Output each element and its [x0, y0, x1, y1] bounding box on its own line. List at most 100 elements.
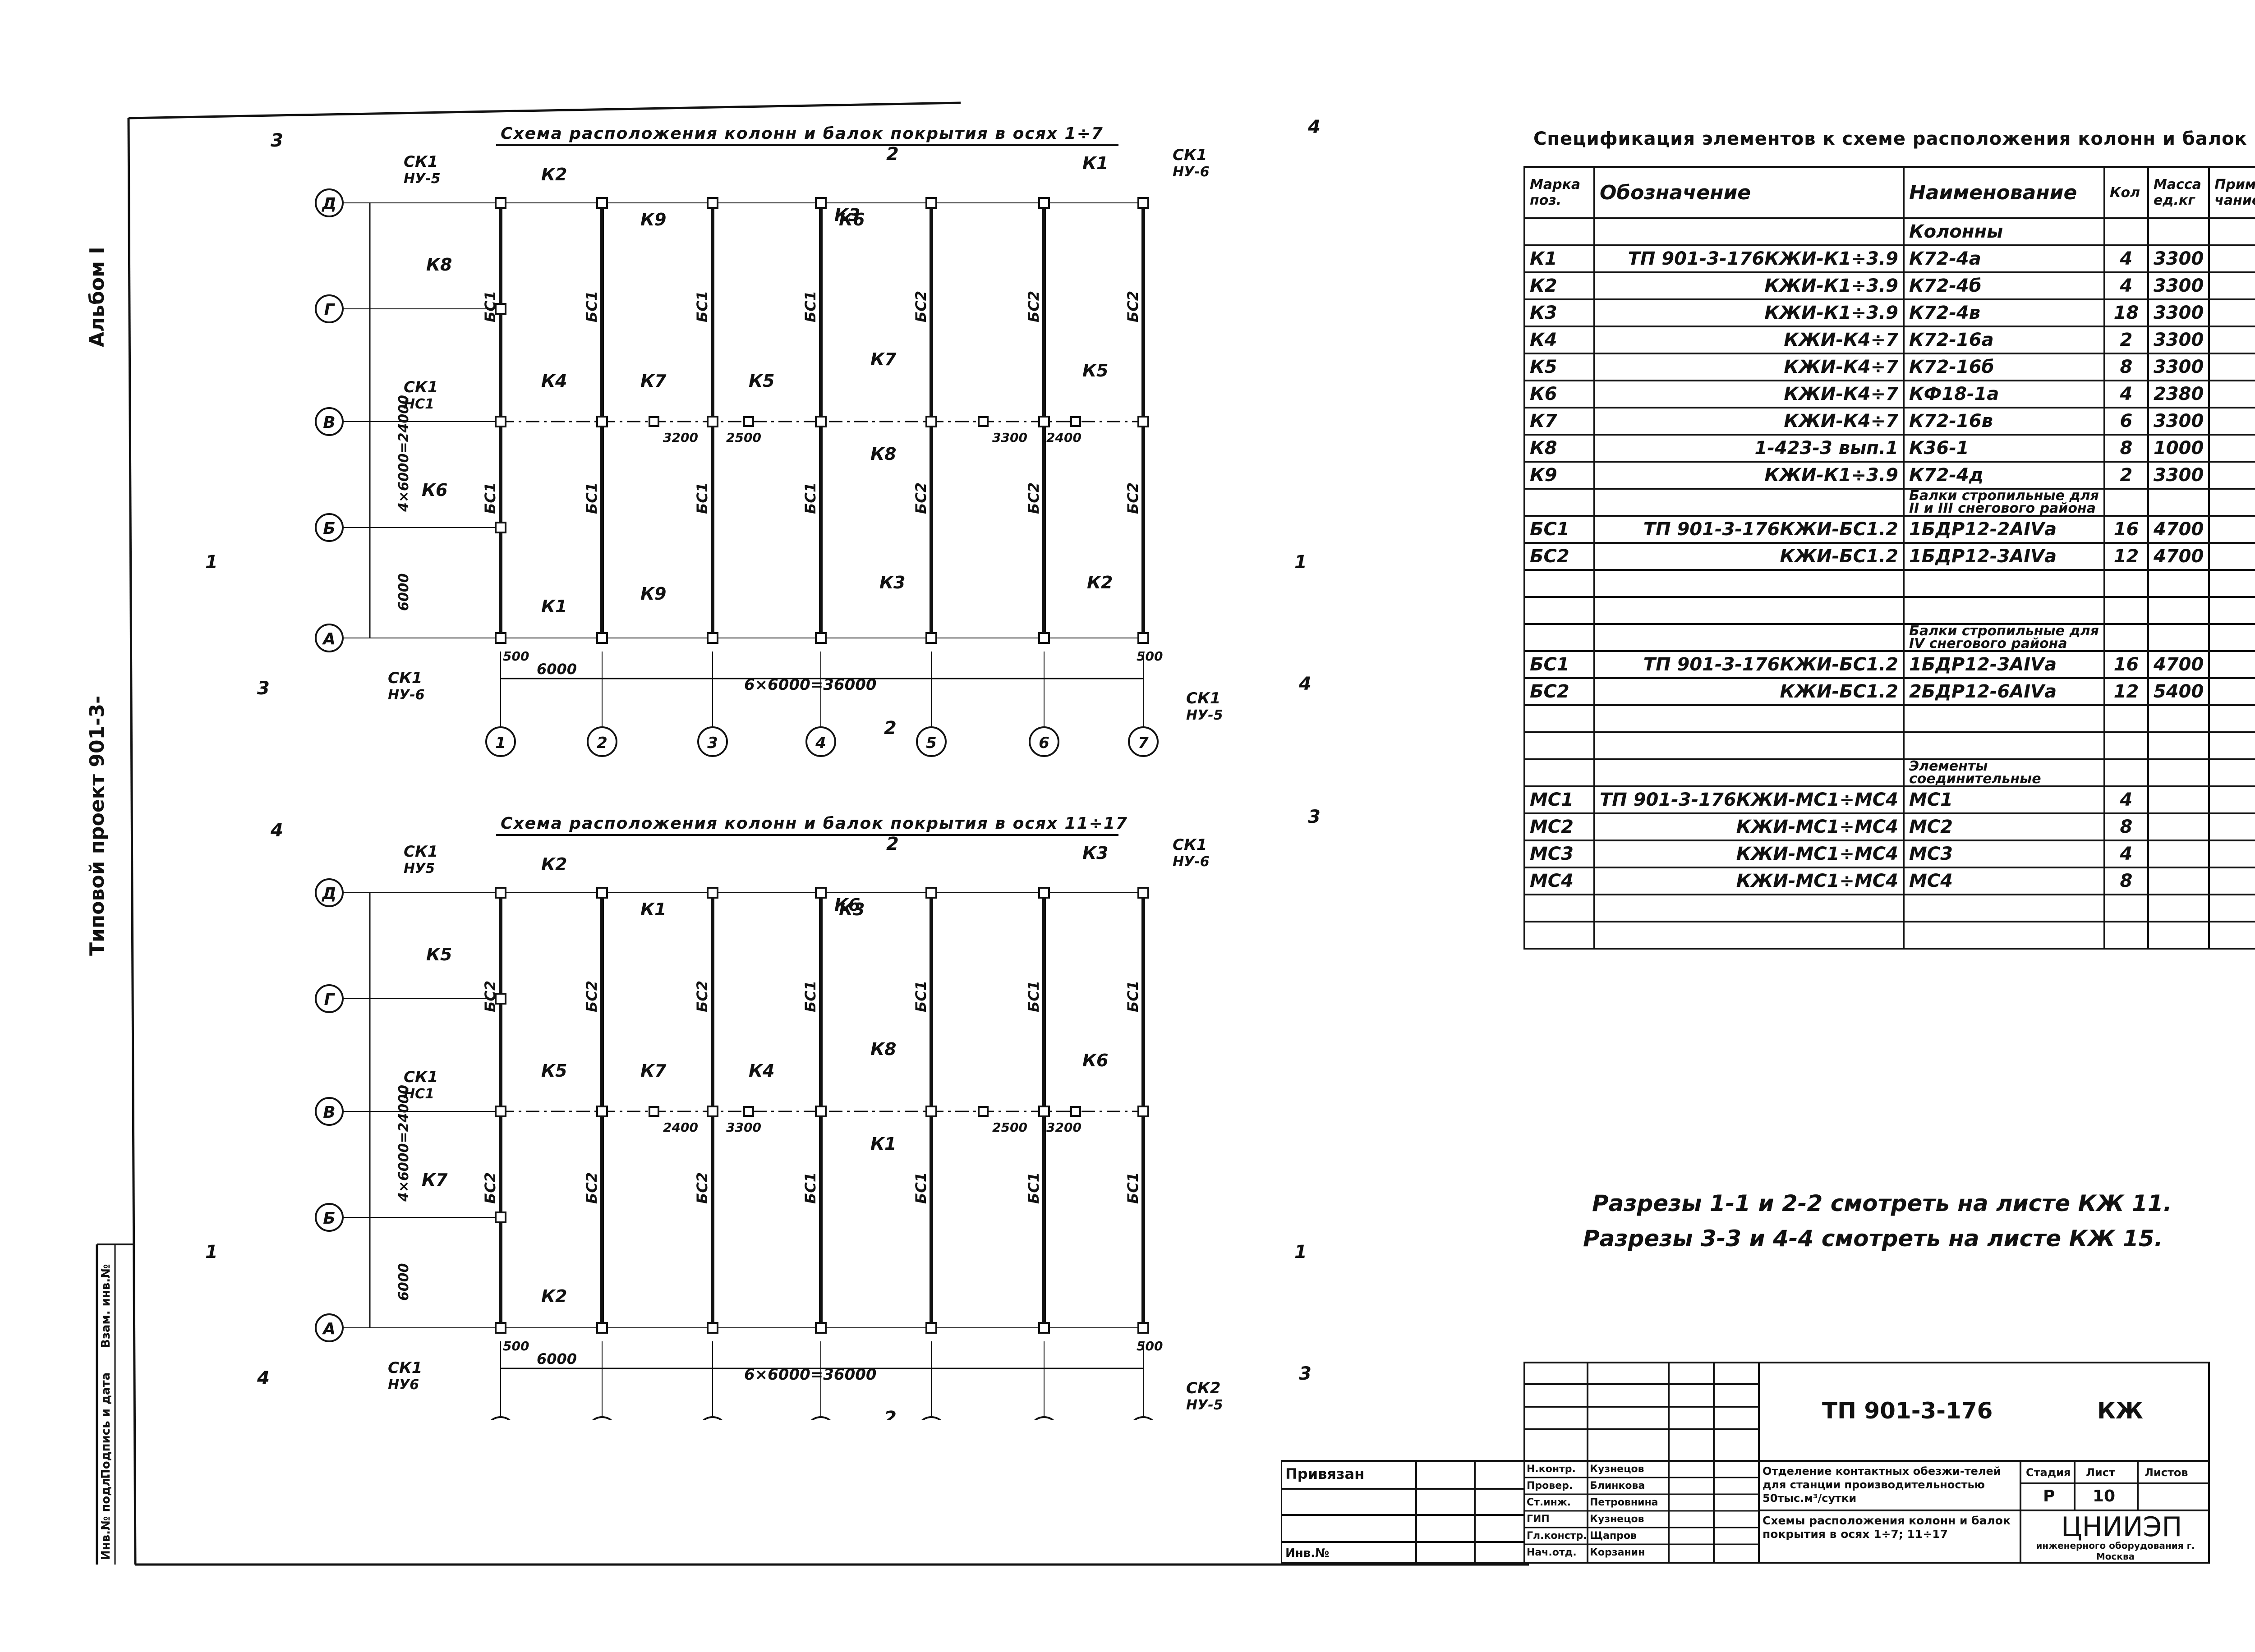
sheet-title: Схемы расположения колонн и балок покрыт… [1763, 1514, 2011, 1541]
spec-cell: 4700 [2147, 650, 2210, 679]
beam-label: БС1 [583, 291, 600, 322]
section-mark: 4 [1307, 117, 1321, 138]
spec-cell: КЖИ-МС1÷МС4 [1593, 840, 1905, 868]
col-axis-label: 5 [926, 734, 937, 752]
spec-cell [2147, 623, 2210, 652]
corner-label-b: НУ-6 [1173, 164, 1210, 180]
element-mark: К8 [426, 255, 452, 275]
spec-cell [2208, 217, 2255, 246]
col-axis-bubble [485, 726, 516, 757]
spec-cell [1523, 596, 1595, 625]
corner-label-a: СК1 [404, 1068, 438, 1086]
stamp-role: Н.контр. [1527, 1464, 1576, 1475]
stamp-role: Провер. [1527, 1480, 1573, 1491]
stamp-role: Нач.отд. [1527, 1547, 1577, 1558]
spec-cell: 3300 [2147, 407, 2210, 436]
edge-offset-left: 500 [503, 1339, 529, 1354]
beam-label: БС2 [1025, 291, 1042, 322]
col-axis-bubble [1128, 726, 1159, 757]
col-axis-label: 4 [815, 734, 826, 752]
spec-cell: К8 [1523, 434, 1595, 463]
beam-label: БС1 [694, 482, 711, 514]
column-node [596, 1322, 608, 1334]
spec-cell [1902, 894, 2105, 922]
element-mark: К4 [749, 1061, 775, 1081]
corner-label-b: НУ-6 [1173, 854, 1210, 870]
spec-cell: КЖИ-К1÷3.9 [1593, 461, 1905, 490]
spec-cell [2147, 840, 2210, 868]
element-mark: К6 [422, 480, 448, 500]
spec-header-cell: Наименование [1902, 166, 2105, 219]
corner-label-a: СК1 [404, 378, 438, 396]
spec-cell [2208, 677, 2255, 706]
spec-cell: КЖИ-К4÷7 [1593, 380, 1905, 408]
spec-cell [2208, 596, 2255, 625]
spec-cell [1593, 596, 1905, 625]
spec-cell [1523, 704, 1595, 733]
stage-value: Р [2043, 1487, 2055, 1505]
element-mark: К3 [834, 205, 861, 225]
beam-label: БС2 [912, 291, 930, 322]
col-axis-bubble [490, 1416, 511, 1420]
element-mark: К7 [422, 1170, 448, 1190]
element-mark: К6 [1082, 1051, 1109, 1070]
beam-label: БС2 [482, 1172, 499, 1204]
spec-cell: К3 [1523, 298, 1595, 327]
col-axis-bubble [920, 1416, 942, 1420]
element-mark: К5 [749, 371, 775, 391]
col-axis-bubble [1132, 1416, 1154, 1420]
element-mark: К8 [870, 1039, 897, 1059]
column-node [596, 632, 608, 644]
spec-cell: 4 [2103, 244, 2149, 273]
spec-cell: МС4 [1902, 867, 2105, 895]
section-mark: 3 [271, 130, 283, 151]
spec-cell [1593, 569, 1905, 598]
spec-cell: 12 [2103, 677, 2149, 706]
spec-cell [2208, 894, 2255, 922]
spec-cell: КЖИ-К4÷7 [1593, 326, 1905, 354]
column-node [925, 887, 937, 899]
splice-dim: 2400 [1046, 430, 1081, 445]
spec-row [1523, 569, 2255, 598]
edge-offset-right: 500 [1137, 649, 1163, 664]
spec-cell: МС3 [1523, 840, 1595, 868]
element-mark: К5 [1082, 361, 1109, 381]
spec-cell [2208, 461, 2255, 490]
column-node [1038, 632, 1050, 644]
splice-dim: 3300 [726, 1120, 761, 1135]
sheet-header: Лист [2086, 1466, 2115, 1479]
bay-dim-text: 6000 [396, 1263, 412, 1301]
col-axis-bubble [916, 726, 947, 757]
spec-cell [2208, 867, 2255, 895]
row-axis-label: Д [322, 195, 336, 213]
splice-node [978, 1106, 989, 1117]
spec-cell [2103, 596, 2149, 625]
column-node [495, 303, 506, 315]
spec-cell: 3300 [2147, 326, 2210, 354]
org-name: ЦНИИЭП [2061, 1511, 2182, 1543]
spec-cell: К72-4д [1902, 461, 2105, 490]
spec-cell [2103, 731, 2149, 760]
element-mark: К4 [541, 371, 567, 391]
spec-cell [1593, 894, 1905, 922]
spec-cell: К72-4а [1902, 244, 2105, 273]
spec-cell [2103, 488, 2149, 517]
spec-cell: 3300 [2147, 244, 2210, 273]
beam-label: БС1 [694, 291, 711, 322]
column-node [925, 632, 937, 644]
element-mark: К6 [834, 895, 861, 915]
column-node [1038, 887, 1050, 899]
column-node [815, 632, 827, 644]
spec-cell [2208, 244, 2255, 273]
strip-inv: Инв.№ подл. [99, 1473, 113, 1560]
plan-title: Схема расположения колонн и балок покрыт… [501, 124, 1104, 143]
spec-cell [1902, 569, 2105, 598]
column-node [925, 197, 937, 209]
column-node [815, 416, 827, 427]
corner-label-b: НУ5 [404, 861, 435, 876]
beam-label: БС1 [912, 981, 930, 1012]
beam-label: БС2 [1124, 482, 1141, 514]
spec-header-cell: Кол [2103, 166, 2149, 219]
